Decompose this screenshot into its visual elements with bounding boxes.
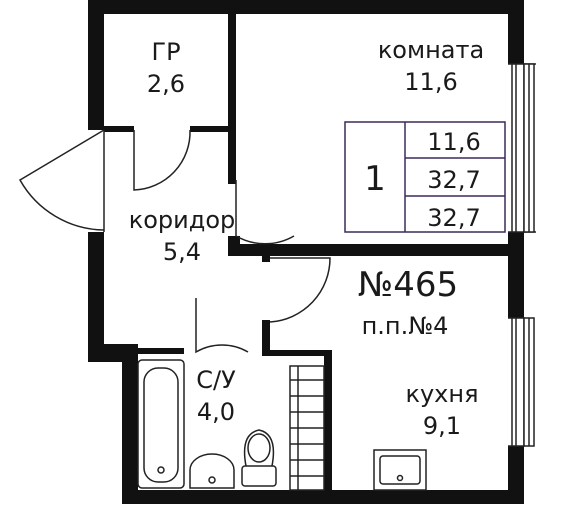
komnata-name: комната bbox=[378, 36, 484, 64]
apartment-number: №465 bbox=[358, 265, 458, 305]
living-area-value: 11,6 bbox=[427, 128, 480, 156]
koridor-name: коридор bbox=[129, 206, 236, 234]
koridor-area: 5,4 bbox=[163, 238, 201, 266]
su-area: 4,0 bbox=[197, 398, 235, 426]
su-name: С/У bbox=[196, 366, 236, 394]
kukhnya-name: кухня bbox=[405, 380, 478, 408]
rooms-count: 1 bbox=[364, 159, 386, 199]
gr-area: 2,6 bbox=[147, 70, 185, 98]
kitchen-sink bbox=[373, 449, 427, 491]
section-number: п.п.№4 bbox=[362, 312, 449, 340]
total-area-with-balcony-value: 32,7 bbox=[427, 204, 480, 232]
window-kitchen bbox=[508, 317, 535, 447]
gr-name: ГР bbox=[151, 38, 180, 66]
inner-walls bbox=[104, 14, 522, 494]
komnata-area: 11,6 bbox=[404, 68, 457, 96]
bathtub bbox=[137, 359, 185, 489]
door-swings bbox=[18, 129, 331, 354]
kukhnya-area: 9,1 bbox=[423, 412, 461, 440]
window-room bbox=[508, 63, 536, 233]
bathroom-sink bbox=[189, 453, 235, 489]
summary-box bbox=[344, 121, 506, 233]
total-area-value: 32,7 bbox=[427, 166, 480, 194]
toilet bbox=[241, 429, 277, 487]
bathroom-cabinet bbox=[289, 365, 325, 491]
